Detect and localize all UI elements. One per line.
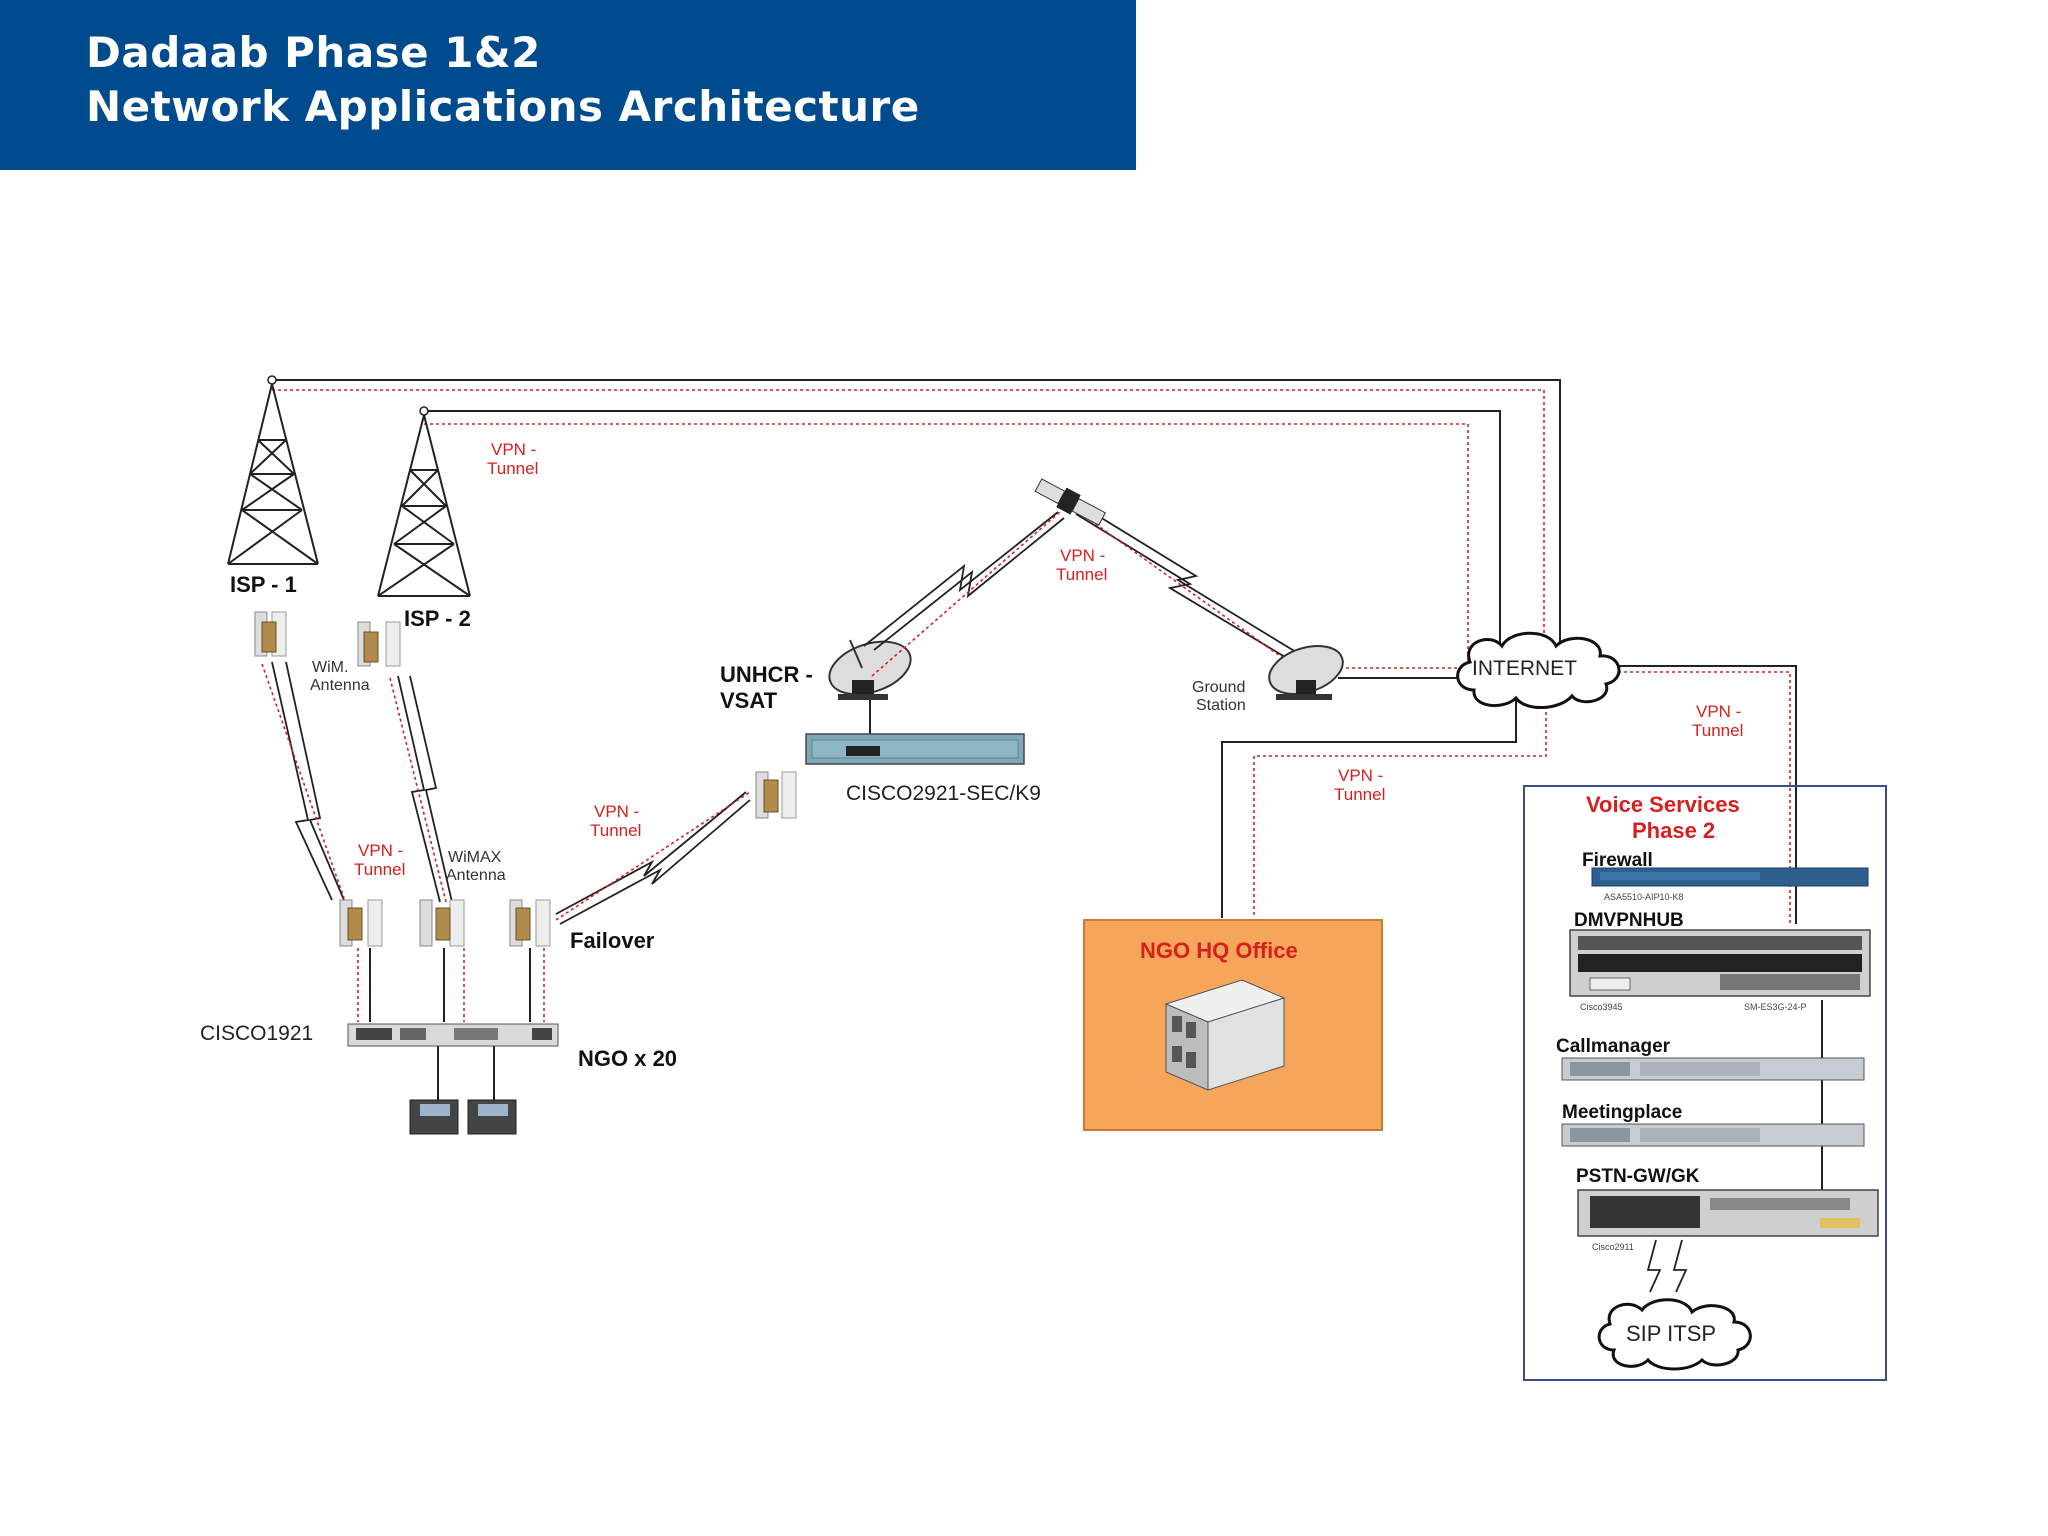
ngo-hq-label: NGO HQ Office [1140, 938, 1298, 963]
failover-wireless-1 [555, 791, 747, 915]
vsat-satellite-vpn [871, 511, 1061, 677]
isp1-tower [227, 375, 319, 565]
vpn-label-satellite-1: VPN - [1060, 546, 1105, 565]
cisco1921-label: CISCO1921 [200, 1022, 313, 1045]
cisco2911-label: Cisco2911 [1592, 1242, 1634, 1252]
failover-label: Failover [570, 928, 655, 953]
sm-es3g-label: SM-ES3G-24-P [1744, 1002, 1807, 1012]
vpn-label-failover-2: Tunnel [590, 821, 641, 840]
vpn-label-left-2: Tunnel [354, 860, 405, 879]
wim-antenna-isp2-icon [357, 621, 401, 667]
ngo-x20-label: NGO x 20 [578, 1046, 677, 1071]
vsat-dish-icon [828, 639, 912, 700]
isp1-internet-link [272, 379, 1561, 668]
vpn-label-left-1: VPN - [358, 841, 403, 860]
isp1-label: ISP - 1 [230, 572, 297, 597]
wimax-antenna-1-icon [339, 899, 383, 947]
vpn-label-hq-2: Tunnel [1334, 785, 1385, 804]
cisco2921-router-icon [805, 733, 1025, 765]
wimax-label-2: Antenna [446, 867, 506, 884]
vpn-label-internet-1: VPN - [1696, 702, 1741, 721]
vsat-satellite-link-2 [873, 517, 1065, 651]
unhcr-label-2: VSAT [720, 688, 778, 713]
dmvpnhub-label: DMVPNHUB [1574, 910, 1684, 931]
wim-antenna-label-1: WiM. [312, 659, 348, 676]
isp2-tower [377, 406, 471, 597]
ip-phone-1-icon [409, 1099, 459, 1135]
firewall-appliance-icon [1591, 867, 1869, 887]
sip-itsp-label: SIP ITSP [1626, 1321, 1716, 1346]
vpn-label-internet-2: Tunnel [1692, 721, 1743, 740]
dmvpnhub-router-icon [1569, 929, 1871, 997]
isp2-label: ISP - 2 [404, 606, 471, 631]
vpn-label-failover-1: VPN - [594, 802, 639, 821]
firewall-label: Firewall [1582, 850, 1653, 871]
internet-cloud-icon [1456, 631, 1621, 710]
callmanager-label: Callmanager [1556, 1036, 1671, 1057]
pstn-sip-link-1 [1646, 1239, 1662, 1293]
failover-wireless-2 [559, 799, 751, 925]
asa-model-label: ASA5510-AIP10-K8 [1604, 892, 1684, 902]
pstn-sip-link-2 [1672, 1239, 1688, 1293]
failover-antenna-icon [509, 899, 551, 947]
vpn-label-top-2: Tunnel [487, 459, 538, 478]
antenna-router-links [369, 948, 531, 1022]
wireless-link-isp1-1 [271, 661, 333, 901]
unhcr-label-1: UNHCR - [720, 662, 813, 687]
internet-hq-link [1221, 694, 1517, 918]
ground-station-dish-icon [1268, 645, 1344, 700]
vpn-label-satellite-2: Tunnel [1056, 565, 1107, 584]
ip-phone-2-icon [467, 1099, 517, 1135]
voice-services-label-1: Voice Services [1586, 792, 1740, 817]
vpn-label-hq-1: VPN - [1338, 766, 1383, 785]
internet-hq-vpn [1253, 694, 1547, 918]
title-line-1: Dadaab Phase 1&2 [86, 28, 541, 77]
cisco3945-label: Cisco3945 [1580, 1002, 1623, 1012]
ground-station-label-2: Station [1196, 697, 1246, 714]
office-building-icon [1164, 979, 1286, 1091]
pstn-gw-label: PSTN-GW/GK [1576, 1166, 1700, 1187]
meetingplace-server-icon [1561, 1123, 1865, 1147]
wimax-antenna-2-icon [419, 899, 465, 947]
isp2-internet-link [424, 410, 1501, 666]
wireless-link-isp2-2 [409, 675, 453, 903]
backbone-links [272, 379, 1823, 1190]
wim-antenna-label-2: Antenna [310, 677, 370, 694]
title-line-2: Network Applications Architecture [86, 82, 920, 131]
satellite-ground-vpn [1075, 509, 1295, 667]
callmanager-server-icon [1561, 1057, 1865, 1081]
cisco2921-label: CISCO2921-SEC/K9 [846, 782, 1041, 805]
antenna-router-vpn [357, 948, 545, 1022]
isp2-vpn-path [424, 423, 1469, 664]
vpn-label-top-1: VPN - [491, 440, 536, 459]
internet-label: INTERNET [1472, 657, 1577, 680]
satellite-icon [1034, 478, 1106, 526]
vpn-path-isp2-ngo [389, 677, 447, 903]
failover-vpn-path [555, 791, 751, 921]
voice-services-box [1523, 785, 1887, 1381]
pstn-gateway-icon [1577, 1189, 1879, 1237]
vsat-satellite-link-1 [863, 511, 1059, 647]
cisco1921-router-icon [347, 1023, 559, 1047]
vsat-antenna-icon [755, 771, 797, 819]
meetingplace-label: Meetingplace [1562, 1102, 1682, 1123]
satellite-ground-link-2 [1081, 505, 1297, 653]
isp1-vpn-path [272, 389, 1545, 664]
voice-services-label-2: Phase 2 [1632, 818, 1715, 843]
ground-station-label-1: Ground [1192, 679, 1245, 696]
sip-itsp-cloud-icon [1597, 1298, 1752, 1371]
internet-voice-link [1618, 665, 1797, 924]
satellite-ground-link-1 [1075, 513, 1291, 661]
wimax-label-1: WiMAX [448, 849, 502, 866]
vpn-path-isp1-ngo [261, 663, 345, 899]
wireless-link-isp1-2 [285, 661, 345, 901]
wim-antenna-isp1-icon [254, 611, 287, 657]
title-banner: Dadaab Phase 1&2 Network Applications Ar… [0, 0, 1136, 170]
router-phone-links [437, 1046, 495, 1102]
